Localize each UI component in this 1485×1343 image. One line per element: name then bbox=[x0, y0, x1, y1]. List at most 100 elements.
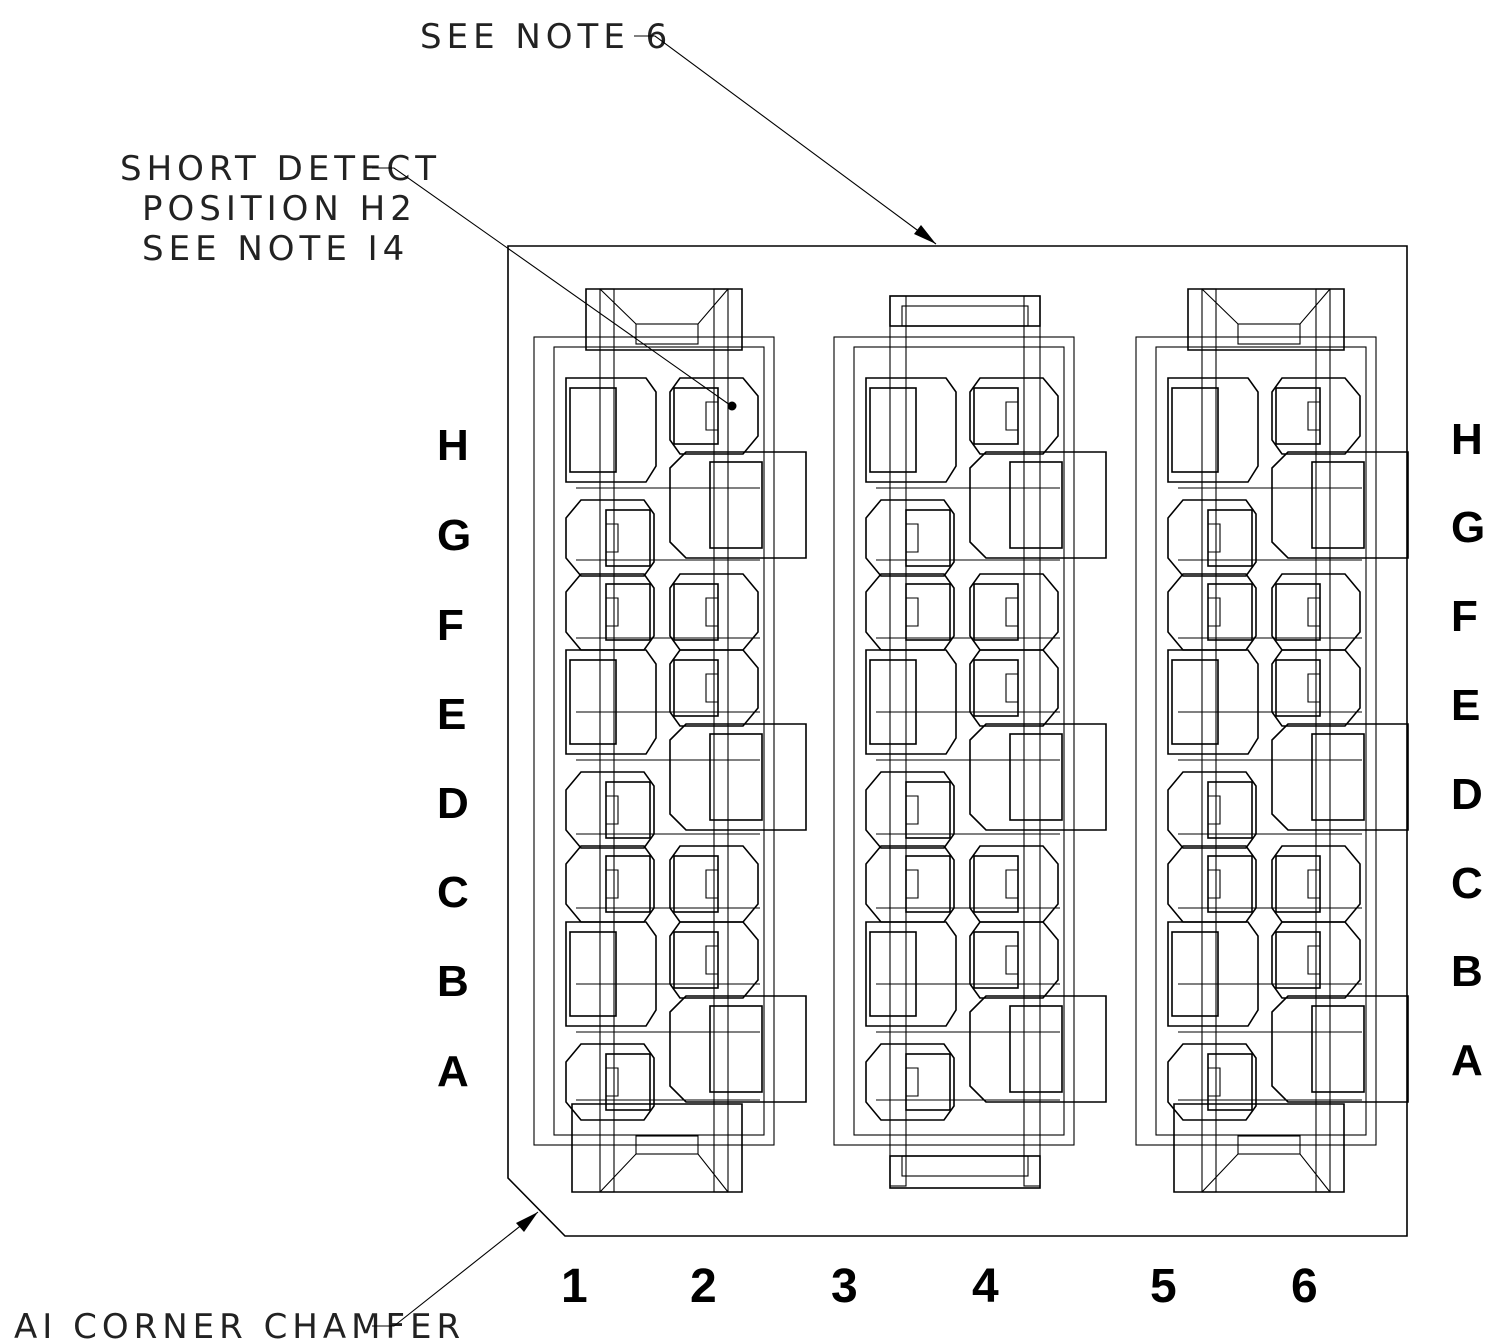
bottom-latch-window bbox=[635, 1135, 699, 1155]
module-frame bbox=[533, 336, 775, 1146]
cavity-latch bbox=[1208, 597, 1221, 627]
cavity-outline bbox=[565, 845, 655, 923]
small-cavity bbox=[565, 845, 655, 923]
small-cavity bbox=[969, 845, 1059, 923]
cavity-outline bbox=[1271, 451, 1409, 559]
cavity-latch bbox=[1307, 673, 1320, 703]
connector-module bbox=[533, 288, 807, 1193]
small-cavity bbox=[865, 499, 955, 577]
large-cavity bbox=[969, 995, 1107, 1103]
column-label-5: 5 bbox=[1150, 1260, 1177, 1313]
small-cavity bbox=[865, 573, 955, 651]
module-frame bbox=[1135, 336, 1377, 1146]
row-label-right-d: D bbox=[1451, 770, 1483, 819]
cavity-outline bbox=[565, 499, 655, 577]
cavity-latch bbox=[906, 869, 919, 899]
column-label-2: 2 bbox=[690, 1260, 717, 1313]
row-label-right-c: C bbox=[1451, 859, 1483, 908]
cavity-terminal bbox=[1275, 583, 1321, 641]
cavity-latch bbox=[1005, 401, 1018, 431]
cavity-terminal bbox=[905, 1053, 951, 1111]
cavity-terminal bbox=[1275, 931, 1321, 989]
column-label-3: 3 bbox=[831, 1260, 858, 1313]
cavity-terminal bbox=[1311, 461, 1365, 549]
cavity-latch bbox=[1307, 597, 1320, 627]
bottom-latch bbox=[889, 1155, 1041, 1189]
cavity-terminal bbox=[869, 659, 917, 745]
small-cavity bbox=[565, 499, 655, 577]
cavity-outline bbox=[1271, 377, 1361, 455]
cavity-outline bbox=[1167, 649, 1259, 755]
top-latch-window bbox=[1237, 323, 1301, 345]
cavity-terminal bbox=[973, 931, 1019, 989]
cavity-outline bbox=[1271, 995, 1409, 1103]
cavity-outline bbox=[969, 921, 1059, 999]
row-label-right-b: B bbox=[1451, 947, 1483, 996]
short-detect-line3: SEE NOTE I4 bbox=[142, 229, 409, 269]
cavity-terminal bbox=[1009, 733, 1063, 821]
small-cavity bbox=[969, 377, 1059, 455]
cavity-terminal bbox=[709, 1005, 763, 1093]
cavity-terminal bbox=[1311, 733, 1365, 821]
row-label-left-f: F bbox=[437, 601, 464, 650]
large-cavity bbox=[1167, 649, 1259, 755]
cavity-latch bbox=[606, 1067, 619, 1097]
row-label-left-g: G bbox=[437, 511, 471, 560]
cavity-latch bbox=[906, 597, 919, 627]
row-label-left-a: A bbox=[437, 1047, 469, 1096]
cavity-outline bbox=[969, 995, 1107, 1103]
cavity-terminal bbox=[569, 931, 617, 1017]
cavity-terminal bbox=[1275, 855, 1321, 913]
bottom-latch bbox=[1173, 1103, 1345, 1193]
cavity-outline bbox=[565, 771, 655, 849]
bottom-latch-inner bbox=[901, 1155, 1029, 1177]
small-cavity bbox=[1167, 1043, 1257, 1121]
connector-module bbox=[833, 295, 1107, 1189]
top-latch bbox=[585, 288, 743, 351]
cavity-latch bbox=[1307, 401, 1320, 431]
row-label-left-c: C bbox=[437, 868, 469, 917]
cavity-terminal bbox=[1275, 659, 1321, 717]
module-frame-inner bbox=[553, 346, 765, 1136]
cavity-outline bbox=[865, 1043, 955, 1121]
large-cavity bbox=[565, 377, 657, 483]
small-cavity bbox=[865, 1043, 955, 1121]
row-labels-left: H G F E D C B A bbox=[437, 421, 471, 1096]
small-cavity bbox=[1167, 573, 1257, 651]
small-cavity bbox=[865, 845, 955, 923]
row-label-right-a: A bbox=[1451, 1036, 1483, 1085]
cavity-outline bbox=[565, 377, 657, 483]
cavity-terminal bbox=[1275, 387, 1321, 445]
cavity-outline bbox=[565, 1043, 655, 1121]
cavity-terminal bbox=[1171, 387, 1219, 473]
short-detect-line2: POSITION H2 bbox=[142, 189, 417, 229]
cavity-terminal bbox=[1207, 781, 1253, 839]
cavity-terminal bbox=[869, 931, 917, 1017]
large-cavity bbox=[1271, 451, 1409, 559]
cavity-outline bbox=[669, 723, 807, 831]
cavity-latch bbox=[705, 673, 718, 703]
cavity-outline bbox=[865, 845, 955, 923]
top-latch-chamfer bbox=[1201, 288, 1331, 325]
large-cavity bbox=[1271, 995, 1409, 1103]
cavity-outline bbox=[1167, 377, 1259, 483]
see-note-6-text: SEE NOTE 6 bbox=[420, 17, 672, 57]
cavity-outline bbox=[1167, 921, 1259, 1027]
row-label-left-e: E bbox=[437, 690, 466, 739]
cavity-terminal bbox=[605, 1053, 651, 1111]
column-label-1: 1 bbox=[561, 1260, 588, 1313]
large-cavity bbox=[565, 649, 657, 755]
cavity-terminal bbox=[1207, 855, 1253, 913]
cavity-terminal bbox=[1207, 509, 1253, 567]
cavity-terminal bbox=[1171, 659, 1219, 745]
cavity-terminal bbox=[605, 781, 651, 839]
row-label-left-h: H bbox=[437, 421, 469, 470]
large-cavity bbox=[969, 451, 1107, 559]
cavity-outline bbox=[969, 845, 1059, 923]
cavity-latch bbox=[1208, 869, 1221, 899]
small-cavity bbox=[969, 649, 1059, 727]
cavity-terminal bbox=[905, 509, 951, 567]
large-cavity bbox=[1271, 723, 1409, 831]
top-latch-chamfer bbox=[599, 288, 729, 325]
cavity-terminal bbox=[673, 583, 719, 641]
